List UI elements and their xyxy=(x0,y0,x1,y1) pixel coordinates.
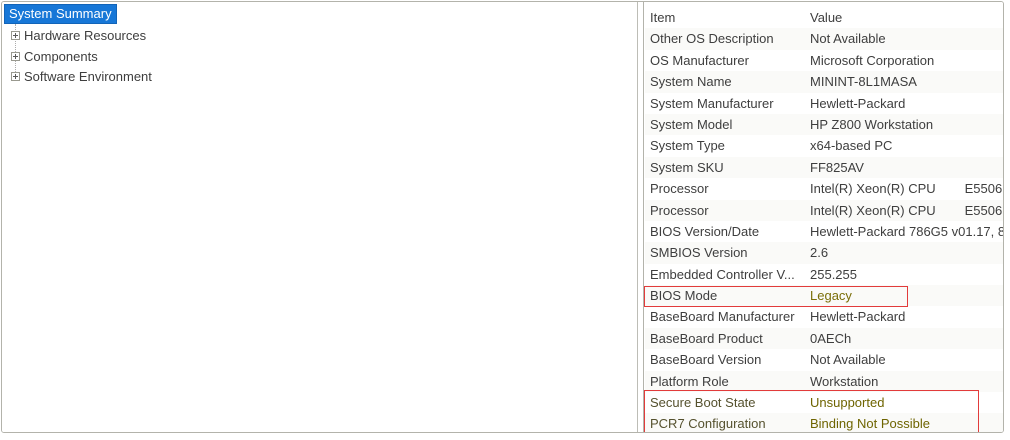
tree-item-software-environment[interactable]: Software Environment xyxy=(2,66,637,87)
table-row-baseboard-version[interactable]: BaseBoard Version Not Available xyxy=(645,349,1003,370)
item-cell: System Type xyxy=(650,138,725,154)
details-table: Other OS Description Not Available OS Ma… xyxy=(645,28,1003,432)
tree-item-hardware-resources[interactable]: Hardware Resources xyxy=(2,25,637,46)
table-header: Item Value xyxy=(645,7,1003,28)
tree-item-components[interactable]: Components xyxy=(2,46,637,67)
item-cell: SMBIOS Version xyxy=(650,245,748,261)
table-row-pcr7-configuration[interactable]: PCR7 Configuration Binding Not Possible xyxy=(645,413,1003,432)
item-cell: Other OS Description xyxy=(650,31,774,47)
expand-plus-icon[interactable] xyxy=(11,30,20,40)
value-cell: MININT-8L1MASA xyxy=(810,74,917,90)
value-cell: Not Available xyxy=(810,31,886,47)
item-cell: BaseBoard Product xyxy=(650,330,763,346)
item-cell: BaseBoard Version xyxy=(650,352,762,368)
value-cell: Legacy xyxy=(810,288,852,304)
value-cell: Not Available xyxy=(810,352,886,368)
expand-plus-icon[interactable] xyxy=(11,72,20,82)
table-row-baseboard-manufacturer[interactable]: BaseBoard Manufacturer Hewlett-Packard xyxy=(645,306,1003,327)
item-cell: PCR7 Configuration xyxy=(650,416,766,432)
value-cell: 2.6 xyxy=(810,245,829,261)
tree-item-label: Hardware Resources xyxy=(24,27,147,43)
table-row-other-os-description[interactable]: Other OS Description Not Available xyxy=(645,28,1003,50)
category-tree-pane: System Summary Hardware Resources Compon… xyxy=(2,2,638,432)
value-cell: Unsupported xyxy=(810,395,885,411)
item-cell: Processor xyxy=(650,202,709,218)
item-cell: BIOS Version/Date xyxy=(650,223,760,239)
value-cell: Hewlett-Packard xyxy=(810,309,906,325)
table-row-embedded-controller-version[interactable]: Embedded Controller V... 255.255 xyxy=(645,264,1003,285)
item-cell: Embedded Controller V... xyxy=(650,266,795,282)
value-cell: Intel(R) Xeon(R) CPU E5506 @ xyxy=(810,202,1003,218)
item-cell: System Name xyxy=(650,74,732,90)
table-row-os-manufacturer[interactable]: OS Manufacturer Microsoft Corporation xyxy=(645,50,1003,71)
item-cell: System Manufacturer xyxy=(650,95,774,111)
table-row-smbios-version[interactable]: SMBIOS Version 2.6 xyxy=(645,242,1003,264)
item-cell: Processor xyxy=(650,181,709,197)
expand-plus-icon[interactable] xyxy=(11,51,20,61)
tree-item-label: Components xyxy=(24,48,98,64)
tree-connector-line xyxy=(15,24,16,74)
table-row-system-sku[interactable]: System SKU FF825AV xyxy=(645,156,1003,179)
value-cell: Binding Not Possible xyxy=(810,416,930,432)
value-cell: Intel(R) Xeon(R) CPU E5506 @ xyxy=(810,181,1003,197)
value-cell: HP Z800 Workstation xyxy=(810,116,934,132)
table-row-bios-mode[interactable]: BIOS Mode Legacy xyxy=(645,285,1003,307)
value-cell: FF825AV xyxy=(810,159,864,175)
tree-item-label: Software Environment xyxy=(24,69,152,85)
tree: Hardware Resources Components Software E… xyxy=(2,25,637,87)
table-row-system-model[interactable]: System Model HP Z800 Workstation xyxy=(645,113,1003,136)
table-row-baseboard-product[interactable]: BaseBoard Product 0AECh xyxy=(645,327,1003,350)
table-row-platform-role[interactable]: Platform Role Workstation xyxy=(645,370,1003,393)
value-cell: Hewlett-Packard 786G5 v01.17, 8/2 xyxy=(810,223,1003,239)
pane-splitter[interactable] xyxy=(638,2,643,432)
table-row-system-manufacturer[interactable]: System Manufacturer Hewlett-Packard xyxy=(645,93,1003,114)
value-cell: Hewlett-Packard xyxy=(810,95,906,111)
column-header-item[interactable]: Item xyxy=(650,10,676,25)
item-cell: System SKU xyxy=(650,159,724,175)
item-cell: OS Manufacturer xyxy=(650,52,749,68)
table-row-processor-1[interactable]: Processor Intel(R) Xeon(R) CPU E5506 @ xyxy=(645,178,1003,199)
item-cell: BIOS Mode xyxy=(650,288,718,304)
item-cell: Secure Boot State xyxy=(650,395,756,411)
table-row-processor-2[interactable]: Processor Intel(R) Xeon(R) CPU E5506 @ xyxy=(645,199,1003,221)
item-cell: BaseBoard Manufacturer xyxy=(650,309,795,325)
item-cell: Platform Role xyxy=(650,373,729,389)
value-cell: Workstation xyxy=(810,373,879,389)
item-cell: System Model xyxy=(650,116,733,132)
value-cell: Microsoft Corporation xyxy=(810,52,935,68)
table-row-secure-boot-state[interactable]: Secure Boot State Unsupported xyxy=(645,392,1003,413)
value-cell: x64-based PC xyxy=(810,138,893,154)
value-cell: 0AECh xyxy=(810,330,852,346)
column-header-value[interactable]: Value xyxy=(810,10,843,25)
table-row-bios-version-date[interactable]: BIOS Version/Date Hewlett-Packard 786G5 … xyxy=(645,221,1003,242)
system-information-window: System Summary Hardware Resources Compon… xyxy=(1,1,1004,433)
details-pane: Item Value Other OS Description Not Avai… xyxy=(643,2,1003,432)
value-cell: 255.255 xyxy=(810,266,857,282)
table-row-system-type[interactable]: System Type x64-based PC xyxy=(645,135,1003,156)
table-row-system-name[interactable]: System Name MININT-8L1MASA xyxy=(645,71,1003,93)
tree-item-system-summary[interactable]: System Summary xyxy=(4,4,117,24)
